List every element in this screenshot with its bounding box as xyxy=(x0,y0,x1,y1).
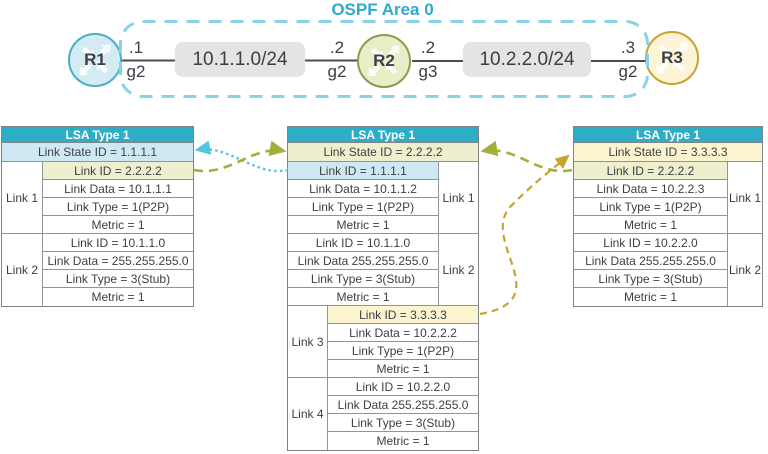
cell-link-id: Link ID = 1.1.1.1 xyxy=(288,162,438,180)
ip-suffix: .2 xyxy=(420,38,436,57)
lsa-header: LSA Type 1 xyxy=(288,127,478,143)
cell-metric: Metric = 1 xyxy=(288,216,438,234)
port-name: g2 xyxy=(618,62,638,81)
link-group-label: Link 4 xyxy=(291,407,324,421)
cell-link-type: Link Type = 1(P2P) xyxy=(43,198,193,216)
cell-link-data: Link Data = 10.1.1.2 xyxy=(288,180,438,198)
cell-link-data: Link Data 255.255.255.0 xyxy=(574,252,727,270)
link-group-label: Link 1 xyxy=(2,162,42,234)
interface-label-r3-g2: .3 g2 xyxy=(611,39,645,80)
lsa-header: LSA Type 1 xyxy=(2,127,193,143)
cell-link-type: Link Type = 1(P2P) xyxy=(574,198,727,216)
router-r2: R2 xyxy=(357,34,411,88)
cell-metric: Metric = 1 xyxy=(91,290,145,304)
network-box-10-1-1-0: 10.1.1.0/24 xyxy=(175,42,305,77)
cell-metric: Metric = 1 xyxy=(623,290,677,304)
router-label-r2: R2 xyxy=(373,51,395,70)
interface-label-r2-g2: .2 g2 xyxy=(320,39,354,80)
port-name: g2 xyxy=(327,62,347,81)
cell-link-data: Link Data = 10.2.2.3 xyxy=(574,180,727,198)
cell-link-data: Link Data 255.255.255.0 xyxy=(288,252,438,270)
cell-metric: Metric = 1 xyxy=(288,288,438,306)
lsa-table-r2: LSA Type 1 Link State ID = 2.2.2.2 Link … xyxy=(287,126,479,451)
cell-link-id: Link ID = 10.1.1.0 xyxy=(288,234,438,252)
cell-link-type: Link Type = 1(P2P) xyxy=(288,198,438,216)
cell-link-id: Link ID = 2.2.2.2 xyxy=(43,162,193,180)
cell-metric: Metric = 1 xyxy=(574,216,727,234)
link-group-label: Link 2 xyxy=(5,263,39,277)
cell-link-type: Link Type = 3(Stub) xyxy=(43,270,193,288)
lsa-table-r1: LSA Type 1 Link State ID = 1.1.1.1 Link … xyxy=(1,126,194,307)
link-state-id-row: Link State ID = 2.2.2.2 xyxy=(288,143,478,162)
router-label-r3: R3 xyxy=(661,48,683,67)
ip-suffix: .2 xyxy=(329,38,345,57)
lsa-table-r3: LSA Type 1 Link State ID = 3.3.3.3 Link … xyxy=(573,126,763,307)
cell-metric: Metric = 1 xyxy=(43,216,193,234)
network-box-10-2-2-0: 10.2.2.0/24 xyxy=(463,42,591,77)
cell-link-id: Link ID = 10.2.2.0 xyxy=(574,234,727,252)
link-group-label: Link 3 xyxy=(288,306,327,378)
cell-metric: Metric = 1 xyxy=(328,360,478,378)
diagram-title: OSPF Area 0 xyxy=(331,0,434,19)
cell-link-id: Link ID = 3.3.3.3 xyxy=(328,306,478,324)
link-state-id-row: Link State ID = 1.1.1.1 xyxy=(2,143,193,162)
cell-link-type: Link Type = 1(P2P) xyxy=(328,342,478,360)
arrow-r2link3-to-r3-lsid xyxy=(479,154,570,316)
cell-link-type: Link Type = 3(Stub) xyxy=(328,414,478,432)
cell-link-type: Link Type = 3(Stub) xyxy=(574,270,727,288)
cell-link-data: Link Data = 255.255.255.0 xyxy=(43,252,193,270)
router-r1: R1 xyxy=(68,33,122,87)
cell-metric: Metric = 1 xyxy=(376,434,430,448)
link-group-label: Link 2 xyxy=(728,263,762,277)
cell-link-id: Link ID = 2.2.2.2 xyxy=(574,162,727,180)
arrow-r1link1-to-r2-lsid xyxy=(193,140,287,173)
ip-suffix: .3 xyxy=(620,38,636,57)
cell-link-data: Link Data 255.255.255.0 xyxy=(328,396,478,414)
arrow-r2link1-to-r1-lsid xyxy=(194,140,289,173)
interface-label-r1-g2: .1 g2 xyxy=(119,39,153,80)
link-group-label: Link 1 xyxy=(439,162,478,234)
cell-link-type: Link Type = 3(Stub) xyxy=(288,270,438,288)
cell-link-data: Link Data = 10.1.1.1 xyxy=(43,180,193,198)
cell-link-data: Link Data = 10.2.2.2 xyxy=(328,324,478,342)
router-r3: R3 xyxy=(645,31,699,85)
ip-suffix: .1 xyxy=(128,38,144,57)
lsa-header: LSA Type 1 xyxy=(574,127,762,143)
cell-link-id: Link ID = 10.1.1.0 xyxy=(43,234,193,252)
link-state-id-row: Link State ID = 3.3.3.3 xyxy=(574,143,762,162)
router-label-r1: R1 xyxy=(84,50,106,69)
port-name: g2 xyxy=(126,62,146,81)
interface-label-r2-g3: .2 g3 xyxy=(411,39,445,80)
router-icon xyxy=(79,44,111,76)
arrow-r3link1-to-r2-lsid xyxy=(480,140,573,173)
cell-link-id: Link ID = 10.2.2.0 xyxy=(328,378,478,396)
link-group-label: Link 2 xyxy=(439,234,478,306)
router-icon xyxy=(656,42,688,74)
port-name: g3 xyxy=(418,62,438,81)
link-group-label: Link 1 xyxy=(728,162,762,234)
